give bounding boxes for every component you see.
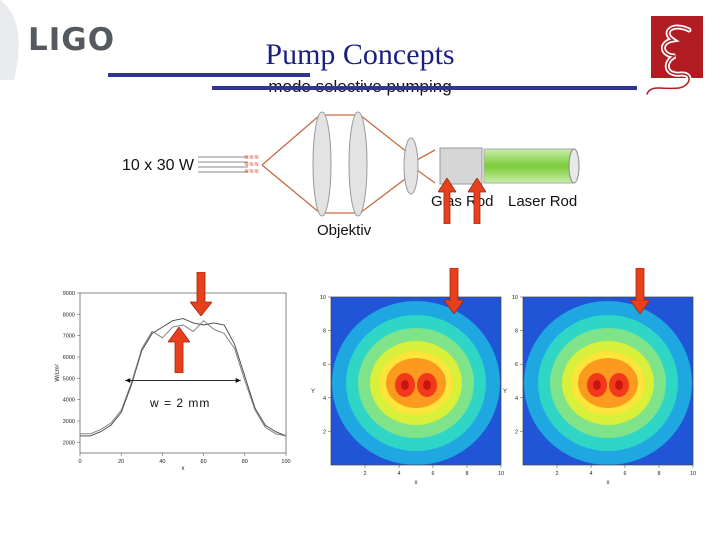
heatmap-peak [615, 380, 623, 390]
profile-axes: 2000 3000 4000 5000 6000 7000 8000 9000 0 20 40 60 8… [55, 291, 291, 470]
title-underline-bar [108, 73, 310, 77]
heatmap-peak [401, 380, 409, 390]
plot-frame [79, 292, 287, 454]
x-tick-label: 4 [589, 471, 592, 477]
width-marker-head-left [125, 377, 131, 383]
heatmap-peak [593, 380, 601, 390]
objective-lens-1 [312, 111, 332, 217]
heatmap-body: 2 4 6 8 10 2 4 6 8 10 x Y [311, 295, 504, 486]
down-arrow-icon [190, 272, 212, 316]
laser-rod [483, 148, 580, 184]
y-tick-label: 4000 [63, 398, 75, 404]
beam-width-label: w = 2 mm [150, 396, 211, 410]
y-tick-label: 2 [515, 429, 518, 435]
laser-rod-label: Laser Rod [508, 193, 578, 210]
heatmap-contour [386, 358, 446, 408]
plot-frame [330, 296, 502, 466]
x-tick-label: 2 [363, 471, 366, 477]
y-tick-label: 2000 [63, 440, 75, 446]
y-axis-label: Y [311, 389, 315, 395]
y-tick-label: 2 [323, 429, 326, 435]
objective-label: Objektiv [317, 222, 372, 239]
svg-text:≋≋≋: ≋≋≋ [244, 162, 259, 168]
x-tick-label: 0 [78, 459, 81, 465]
heatmap-contour [578, 358, 638, 408]
y-tick-label: 6000 [63, 355, 75, 361]
width-marker-head-right [235, 377, 241, 383]
focusing-lens [403, 137, 419, 195]
profile-series-line [80, 318, 287, 437]
down-arrow-icon [630, 268, 650, 314]
x-tick-label: 10 [498, 471, 504, 477]
y-tick-label: 5000 [63, 376, 75, 382]
y-tick-label: 6 [323, 362, 326, 368]
x-tick-label: 6 [623, 471, 626, 477]
y-tick-label: 10 [512, 295, 518, 301]
page-title: Pump Concepts [265, 38, 455, 71]
x-axis-label: x [415, 480, 418, 486]
up-arrow-icon [468, 178, 486, 224]
profile-series-line [80, 320, 287, 437]
x-tick-label: 8 [465, 471, 468, 477]
plot-frame [522, 296, 694, 466]
y-tick-label: 9000 [63, 291, 75, 297]
y-tick-label: 8 [515, 329, 518, 335]
down-arrow-icon [444, 268, 464, 314]
y-tick-label: 6 [515, 362, 518, 368]
institute-emblem-icon [644, 16, 703, 97]
pump-source-label: 10 x 30 W [122, 157, 195, 174]
x-tick-label: 60 [201, 459, 207, 465]
ligo-logo: LIGO [28, 22, 116, 58]
x-tick-label: 8 [657, 471, 660, 477]
y-axis-label: W/cm² [55, 364, 61, 381]
up-arrow-icon [438, 178, 456, 224]
svg-text:≋≋≋: ≋≋≋ [244, 169, 259, 175]
x-axis-label: x [182, 466, 185, 470]
y-tick-label: 8000 [63, 312, 75, 318]
pump-distribution-map-2: 2 4 6 8 10 2 4 6 8 10 x Y [503, 295, 696, 486]
x-tick-label: 80 [242, 459, 248, 465]
heatmap-body: 2 4 6 8 10 2 4 6 8 10 x Y [503, 295, 696, 486]
fiber-bundle: ≋≋≋ ≋≋≋ ≋≋≋ [198, 155, 259, 175]
svg-text:≋≋≋: ≋≋≋ [244, 155, 259, 161]
y-tick-label: 3000 [63, 419, 75, 425]
objective-lens-2 [348, 111, 368, 217]
x-tick-label: 4 [397, 471, 400, 477]
x-tick-label: 6 [431, 471, 434, 477]
x-tick-label: 100 [281, 459, 290, 465]
pump-distribution-map-1: 2 4 6 8 10 2 4 6 8 10 x Y [311, 295, 504, 486]
subtitle-strike-bar [212, 86, 637, 90]
y-tick-label: 8 [323, 329, 326, 335]
heatmap-peak [423, 380, 431, 390]
y-tick-label: 4 [515, 396, 518, 402]
x-tick-label: 2 [555, 471, 558, 477]
y-tick-label: 10 [320, 295, 326, 301]
x-tick-label: 10 [690, 471, 696, 477]
x-tick-label: 20 [118, 459, 124, 465]
logo-backdrop [0, 0, 19, 80]
y-tick-label: 4 [323, 396, 326, 402]
profile-lines [80, 318, 287, 437]
y-tick-label: 7000 [63, 334, 75, 340]
pump-optics-schematic: ≋≋≋ ≋≋≋ ≋≋≋ [198, 111, 580, 217]
y-axis-label: Y [503, 389, 507, 395]
x-tick-label: 40 [159, 459, 165, 465]
up-arrow-icon [168, 327, 190, 373]
x-axis-label: x [607, 480, 610, 486]
intensity-profile-chart: 2000 3000 4000 5000 6000 7000 8000 9000 0 20 40 60 8… [55, 291, 291, 470]
